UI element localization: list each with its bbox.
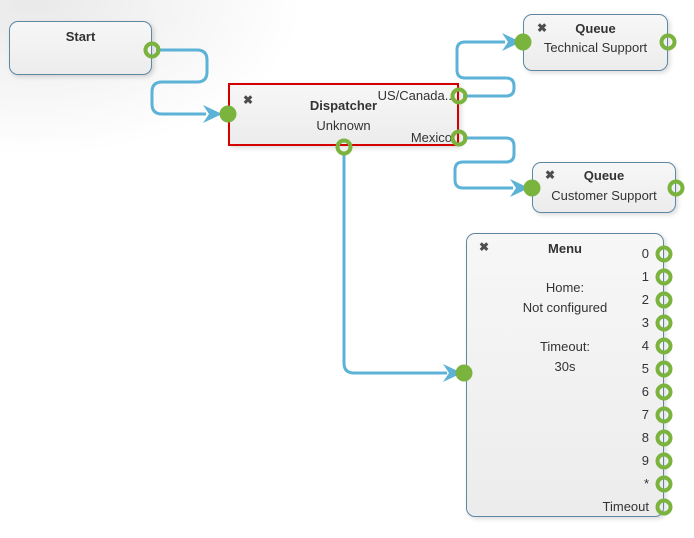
port-menu-4[interactable] [655,337,673,355]
port-label-mexico: Mexico [410,130,452,145]
port-label-8: 8 [641,430,649,445]
node-queue-customer-title: Queue [583,168,625,183]
node-dispatcher[interactable]: ✖ Dispatcher Unknown US/Canada.. Mexico [219,83,468,156]
node-queue-technical-title: Queue [575,21,616,36]
port-label-star: * [643,476,649,491]
node-start-title: Start [65,29,96,44]
node-menu[interactable]: ✖ Menu Home: Not configured Timeout: 30s… [455,233,673,517]
port-dispatcher-bottom[interactable] [335,138,353,156]
port-queue-customer-out[interactable] [667,179,685,197]
connection-uscanada-to-queue-technical[interactable] [455,33,521,98]
port-label-timeout: Timeout [602,499,649,514]
node-dispatcher-subtitle: Unknown [316,118,371,133]
port-queue-technical-in[interactable] [514,33,532,51]
port-label-us-canada: US/Canada.. [377,88,452,103]
port-menu-9[interactable] [655,452,673,470]
port-label-5: 5 [641,361,649,376]
node-queue-technical[interactable]: ✖ Queue Technical Support [514,14,677,71]
port-menu-6[interactable] [655,383,673,401]
node-queue-customer[interactable]: ✖ Queue Customer Support [523,162,685,213]
port-menu-in[interactable] [455,364,473,382]
port-menu-0[interactable] [655,245,673,263]
port-menu-8[interactable] [655,429,673,447]
port-menu-star[interactable] [655,475,673,493]
menu-timeout-label: Timeout: [539,339,591,354]
menu-timeout-value: 30s [554,359,576,374]
close-icon[interactable]: ✖ [537,21,548,35]
port-menu-1[interactable] [655,268,673,286]
port-dispatcher-mexico[interactable] [450,129,468,147]
port-label-7: 7 [641,407,649,422]
connection-dispatcher-to-menu[interactable] [342,152,462,382]
node-dispatcher-title: Dispatcher [309,98,378,113]
port-label-0: 0 [641,246,649,261]
node-menu-title: Menu [548,241,582,256]
port-queue-customer-in[interactable] [523,179,541,197]
port-label-4: 4 [641,338,649,353]
port-dispatcher-in[interactable] [219,105,237,123]
port-label-6: 6 [641,384,649,399]
port-menu-2[interactable] [655,291,673,309]
port-label-3: 3 [641,315,649,330]
connection-mexico-to-queue-customer[interactable] [453,136,529,197]
node-queue-technical-subtitle: Technical Support [543,40,648,55]
close-icon[interactable]: ✖ [243,93,254,107]
port-label-1: 1 [641,269,649,284]
connection-start-to-dispatcher[interactable] [150,48,222,123]
close-icon[interactable]: ✖ [545,168,556,182]
port-menu-5[interactable] [655,360,673,378]
port-dispatcher-us-canada[interactable] [450,87,468,105]
port-start-out[interactable] [143,41,161,59]
node-start[interactable]: Start [9,21,161,75]
menu-home-value: Not configured [522,300,608,315]
port-queue-technical-out[interactable] [659,33,677,51]
port-menu-7[interactable] [655,406,673,424]
close-icon[interactable]: ✖ [479,240,490,254]
port-menu-3[interactable] [655,314,673,332]
port-label-9: 9 [641,453,649,468]
port-label-2: 2 [641,292,649,307]
node-queue-customer-subtitle: Customer Support [551,188,657,203]
port-menu-timeout[interactable] [655,498,673,516]
menu-home-label: Home: [545,280,585,295]
